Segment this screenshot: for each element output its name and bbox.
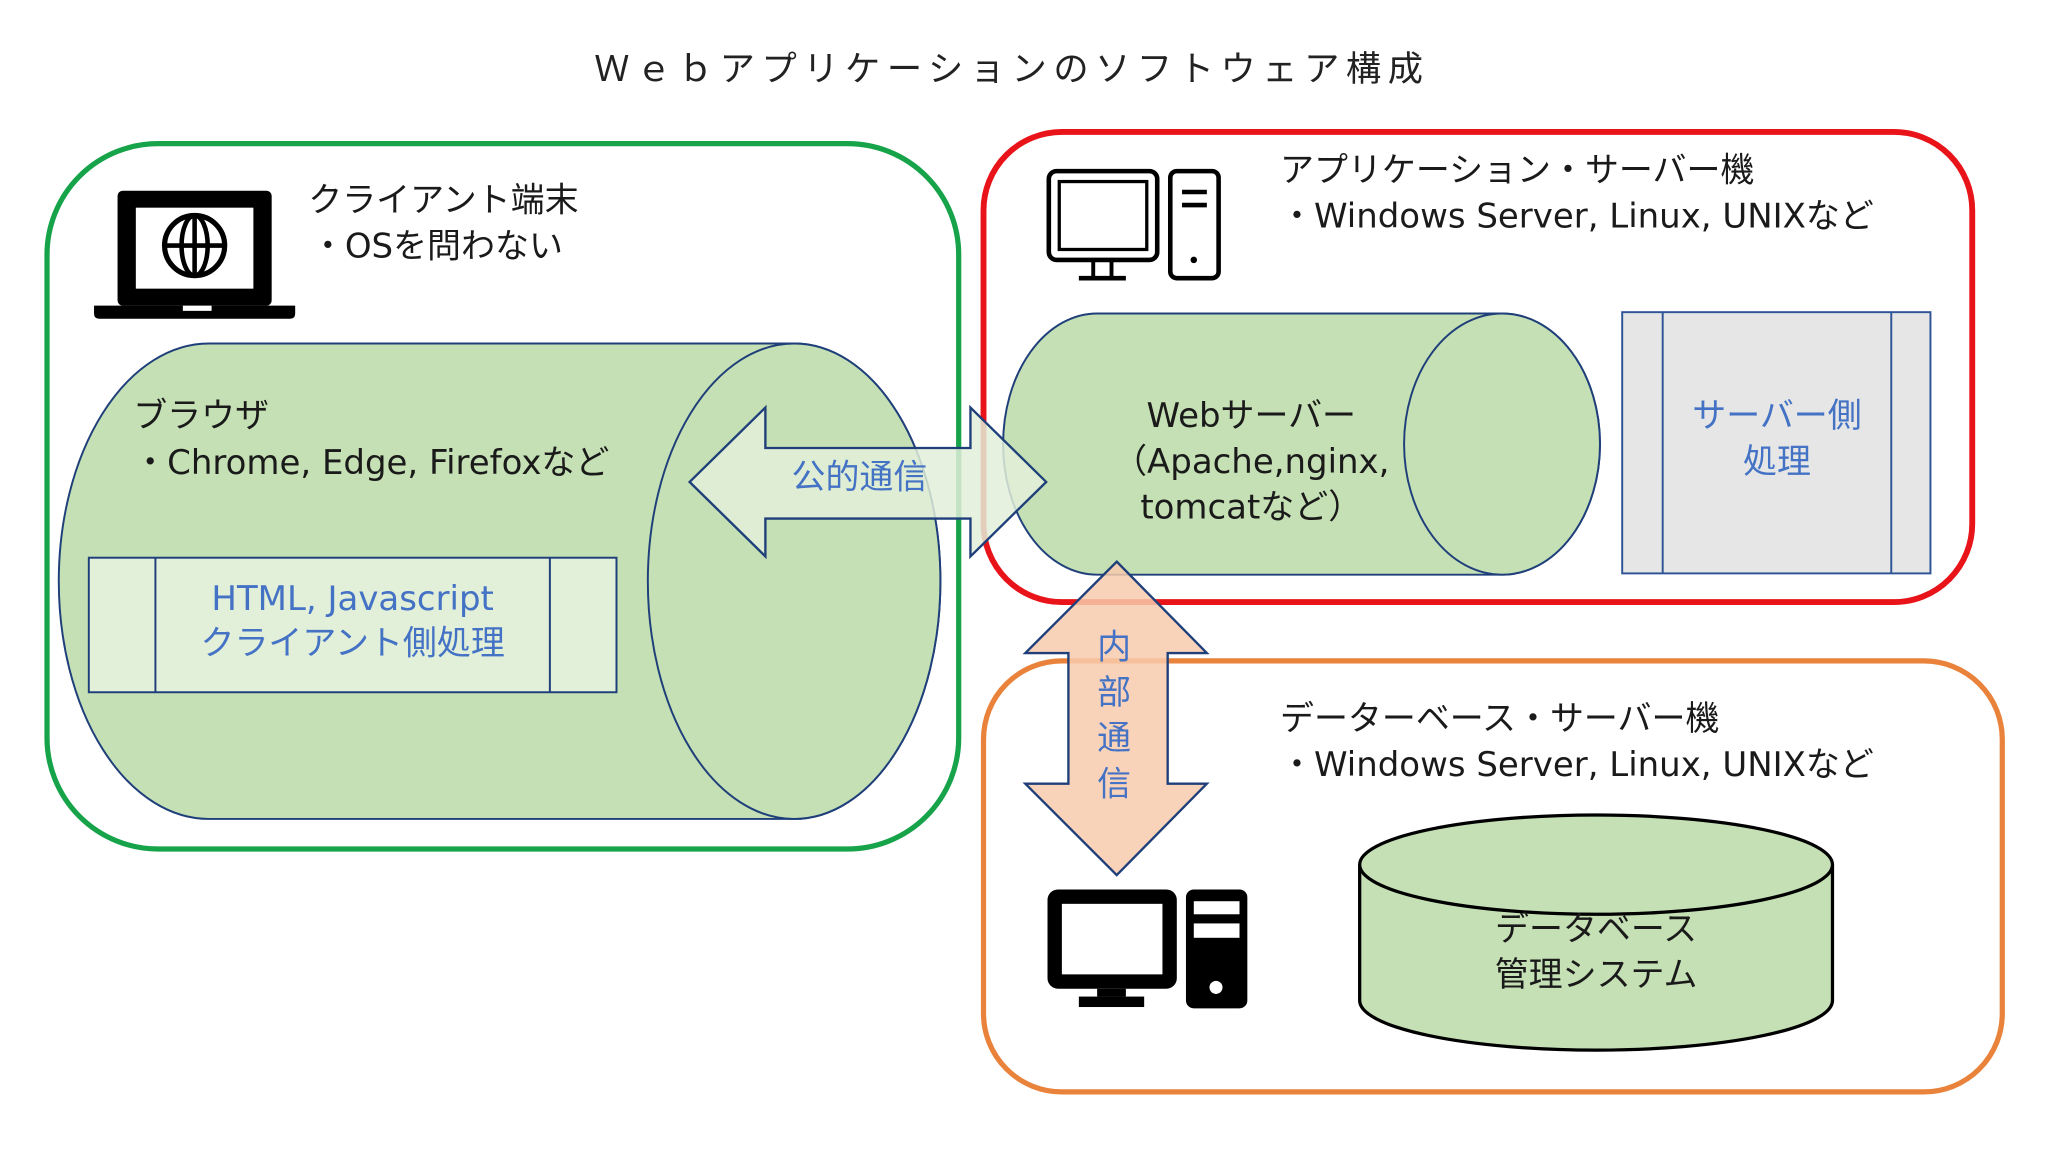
- browser-title: ブラウザ: [133, 397, 270, 437]
- client-note: ・OSを問わない: [310, 227, 563, 267]
- desktop-tower-filled-icon: [1047, 889, 1248, 1009]
- client-process-box: [87, 556, 618, 694]
- web-server-line3: tomcatなど）: [1140, 488, 1363, 528]
- public-communication-arrow: [687, 404, 1048, 560]
- dbms-cylinder: [1358, 813, 1835, 1052]
- web-server-cylinder: [1002, 312, 1601, 576]
- client-process-line1: HTML, Javascript: [211, 579, 494, 620]
- desktop-tower-outline-icon: [1046, 168, 1221, 281]
- internal-communication-char-2: 部: [1097, 673, 1132, 714]
- internal-communication-char-4: 信: [1097, 765, 1132, 805]
- internal-communication-char-3: 通: [1097, 719, 1132, 759]
- app-server-note: ・Windows Server, Linux, UNIXなど: [1279, 197, 1874, 237]
- internal-communication-char-1: 内: [1097, 628, 1132, 668]
- dbms-line2: 管理システム: [1494, 956, 1698, 996]
- db-server-note: ・Windows Server, Linux, UNIXなど: [1279, 745, 1874, 785]
- db-server-group: [980, 658, 2005, 1095]
- app-server-heading: アプリケーション・サーバー機: [1279, 151, 1755, 191]
- web-server-line2: （Apache,nginx,: [1113, 442, 1390, 482]
- web-server-line1: Webサーバー: [1146, 397, 1357, 437]
- laptop-globe-icon: [94, 190, 296, 319]
- client-process-line2: クライアント側処理: [200, 624, 505, 664]
- dbms-line1: データベース: [1495, 910, 1698, 950]
- server-process-box: [1621, 311, 1932, 575]
- client-heading: クライアント端末: [308, 181, 579, 221]
- diagram-title: Ｗｅｂアプリケーションのソフトウェア構成: [594, 49, 1430, 91]
- app-server-group: [980, 128, 1976, 606]
- public-communication-label: 公的通信: [791, 458, 928, 498]
- browser-note: ・Chrome, Edge, Firefoxなど: [133, 444, 610, 484]
- db-server-heading: データーベース・サーバー機: [1279, 700, 1720, 740]
- server-process-line2: 処理: [1742, 442, 1811, 482]
- internal-communication-arrow: [1022, 559, 1210, 877]
- server-process-line1: サーバー側: [1692, 397, 1862, 437]
